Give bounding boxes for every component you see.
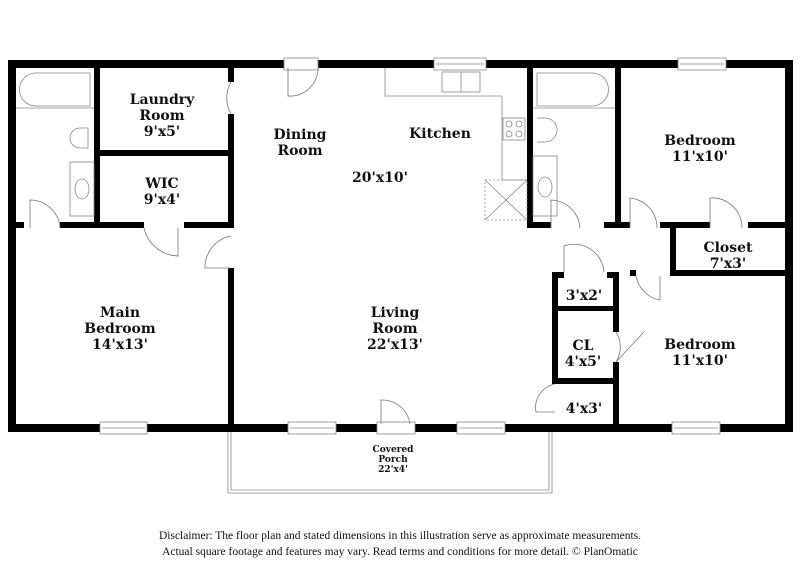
room-label-cl: CL 4'x5' bbox=[564, 338, 602, 370]
door-swings bbox=[29, 67, 743, 425]
window-lines bbox=[102, 63, 724, 429]
room-label-porch: Covered Porch 22'x4' bbox=[372, 445, 414, 475]
disclaimer: Disclaimer: The floor plan and stated di… bbox=[0, 528, 800, 560]
room-label-main-bedroom: Main Bedroom 14'x13' bbox=[84, 305, 156, 353]
disclaimer-line-1: Disclaimer: The floor plan and stated di… bbox=[158, 530, 642, 542]
room-label-closet-4x3: 4'x3' bbox=[565, 401, 603, 417]
room-label-wic: WIC 9'x4' bbox=[143, 176, 181, 208]
room-label-bedroom-2: Bedroom 11'x10' bbox=[664, 337, 736, 369]
room-label-kitchen-dims: 20'x10' bbox=[352, 170, 408, 186]
disclaimer-line-2: Actual square footage and features may v… bbox=[162, 546, 638, 558]
room-label-dining: Dining Room bbox=[273, 127, 327, 159]
room-label-living: Living Room 22'x13' bbox=[367, 305, 423, 353]
room-label-closet: Closet 7'x3' bbox=[703, 240, 753, 272]
room-label-kitchen: Kitchen bbox=[409, 126, 471, 142]
room-label-bedroom-1: Bedroom 11'x10' bbox=[664, 133, 736, 165]
room-label-closet-3x2: 3'x2' bbox=[565, 288, 603, 304]
room-label-laundry: Laundry Room 9'x5' bbox=[129, 92, 195, 140]
interior-walls bbox=[16, 68, 788, 428]
fixtures bbox=[16, 68, 615, 494]
